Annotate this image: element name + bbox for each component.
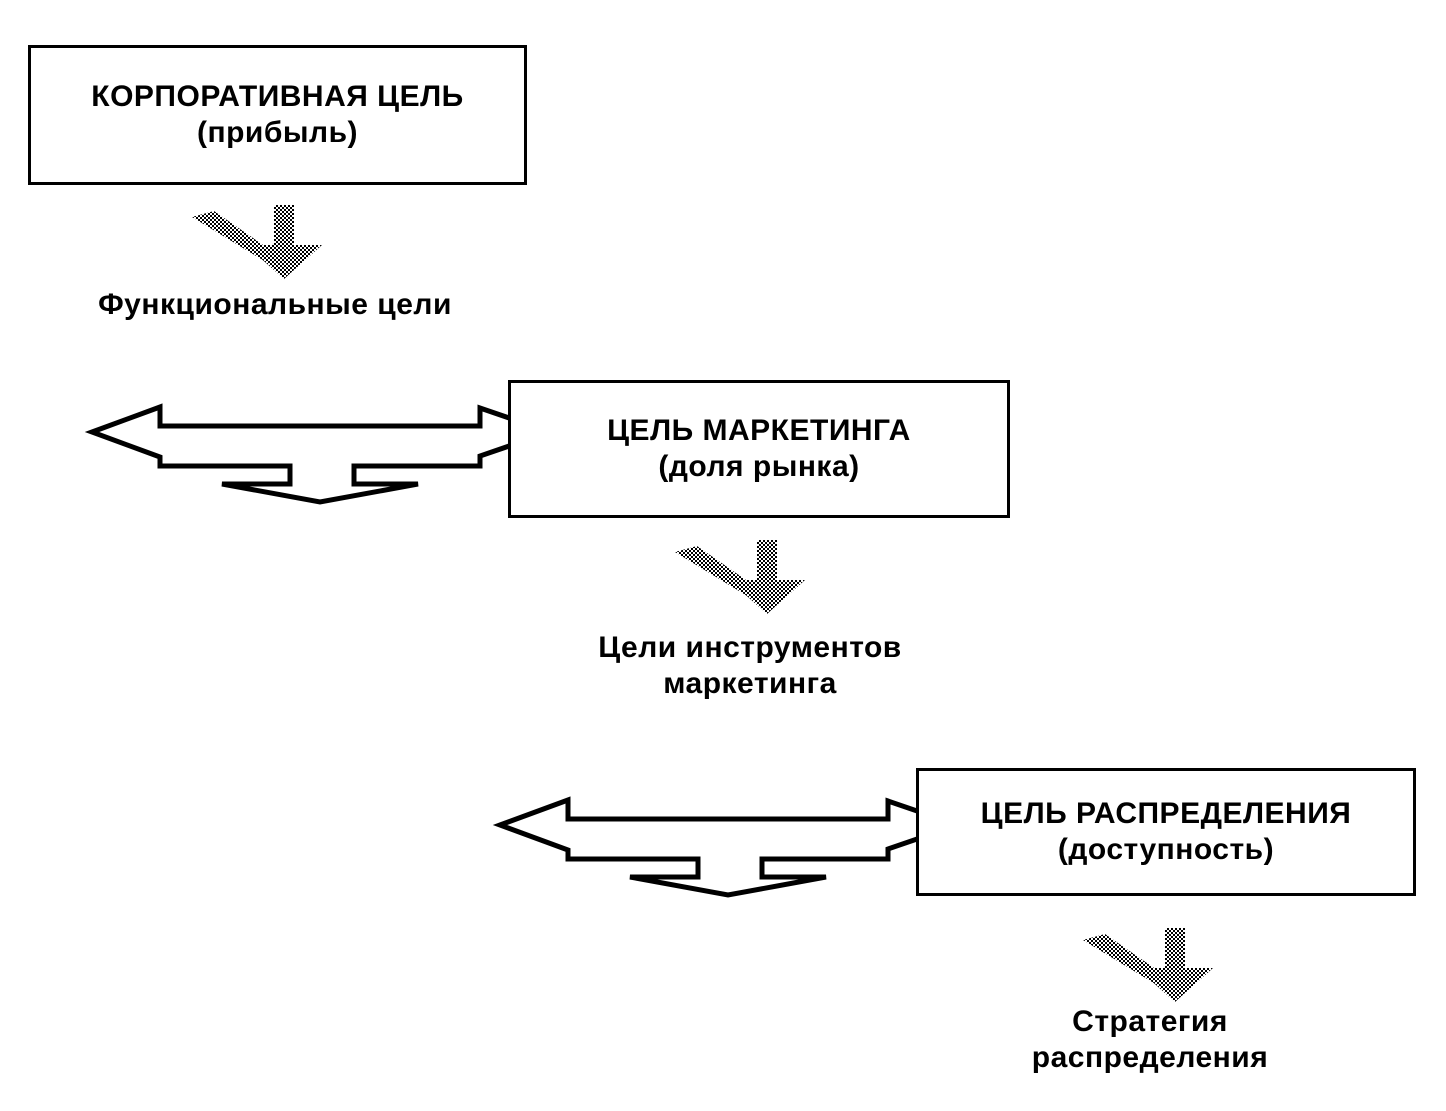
distribution-goal-box: ЦЕЛЬ РАСПРЕДЕЛЕНИЯ (доступность)	[916, 768, 1416, 896]
instrument-goals-label: Цели инструментов маркетинга	[560, 630, 940, 702]
instrument-goals-line2: маркетинга	[663, 667, 837, 700]
distribution-goal-title: ЦЕЛЬ РАСПРЕДЕЛЕНИЯ	[980, 797, 1352, 830]
down-arrow-icon	[192, 205, 322, 279]
three-way-arrow-icon	[500, 800, 958, 895]
instrument-goals-line1: Цели инструментов	[598, 631, 902, 664]
corporate-goal-subtitle: (прибыль)	[196, 116, 359, 149]
marketing-goal-subtitle: (доля рынка)	[658, 450, 860, 483]
down-arrow-icon	[1083, 928, 1213, 1002]
marketing-goal-title: ЦЕЛЬ МАРКЕТИНГА	[607, 414, 911, 447]
functional-goals-label: Функциональные цели	[60, 287, 490, 323]
corporate-goal-title: КОРПОРАТИВНАЯ ЦЕЛЬ	[91, 80, 464, 113]
marketing-goal-box: ЦЕЛЬ МАРКЕТИНГА (доля рынка)	[508, 380, 1010, 518]
distribution-strategy-label: Стратегия распределения	[1000, 1004, 1300, 1076]
corporate-goal-box: КОРПОРАТИВНАЯ ЦЕЛЬ (прибыль)	[28, 45, 527, 185]
distribution-strategy-line1: Стратегия	[1072, 1005, 1228, 1038]
distribution-goal-subtitle: (доступность)	[1057, 833, 1275, 866]
functional-goals-text: Функциональные цели	[98, 288, 452, 321]
down-arrow-icon	[675, 540, 805, 614]
three-way-arrow-icon	[92, 407, 550, 502]
distribution-strategy-line2: распределения	[1031, 1041, 1269, 1074]
